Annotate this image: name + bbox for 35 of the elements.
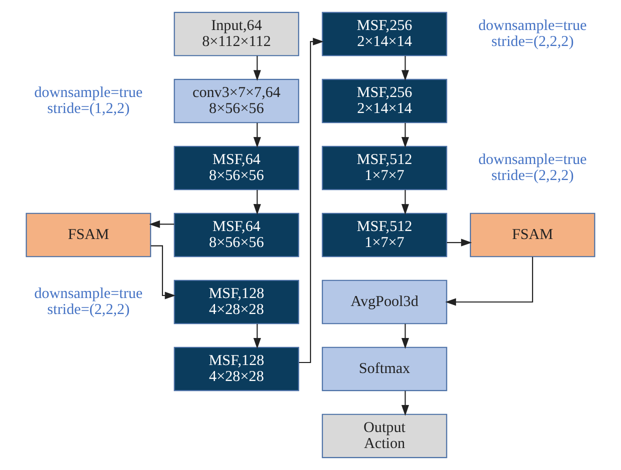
- arrow: [149, 220, 174, 228]
- node-label: downsample=true: [478, 152, 587, 168]
- node-box: AvgPool3d: [322, 280, 448, 324]
- node-box: MSF,64 8×56×56: [174, 212, 300, 258]
- arrow: [401, 56, 410, 81]
- node-box: FSAM: [470, 212, 596, 258]
- node-label: downsample=true: [34, 286, 143, 302]
- arrow: [401, 390, 410, 416]
- arrow: [401, 122, 410, 148]
- node-box: MSF,128 4×28×28: [174, 346, 300, 392]
- node-box: Softmax: [322, 346, 448, 392]
- node-box: MSF,256 2×14×14: [322, 78, 448, 124]
- node-box: MSF,64 8×56×56: [174, 146, 300, 190]
- node-label: stride=(2,2,2): [491, 34, 574, 50]
- node-box: MSF,512 1×7×7: [322, 212, 448, 258]
- node-label: downsample=true: [34, 84, 143, 101]
- node-label: stride=(2,2,2): [47, 302, 130, 318]
- node-box: MSF,256 2×14×14: [322, 12, 448, 56]
- node-label: downsample=true: [478, 18, 587, 34]
- node-box: MSF,512 1×7×7: [322, 146, 448, 190]
- arrow: [446, 238, 472, 246]
- node-box: FSAM: [26, 212, 152, 258]
- arrow: [445, 256, 534, 306]
- arrow: [253, 324, 261, 349]
- node-box: Output Action: [322, 414, 448, 458]
- arrow: [253, 56, 261, 81]
- arrow: [253, 190, 261, 215]
- node-box: MSF,128 4×28×28: [174, 280, 300, 324]
- arrow: [401, 324, 410, 349]
- node-box: conv3×7×7,64 8×56×56: [174, 78, 300, 124]
- node-label: stride=(2,2,2): [491, 168, 574, 184]
- node-label: stride=(1,2,2): [47, 101, 130, 118]
- node-box: Input,64 8×112×112: [174, 12, 300, 56]
- arrow: [253, 122, 261, 148]
- arrow: [401, 190, 410, 215]
